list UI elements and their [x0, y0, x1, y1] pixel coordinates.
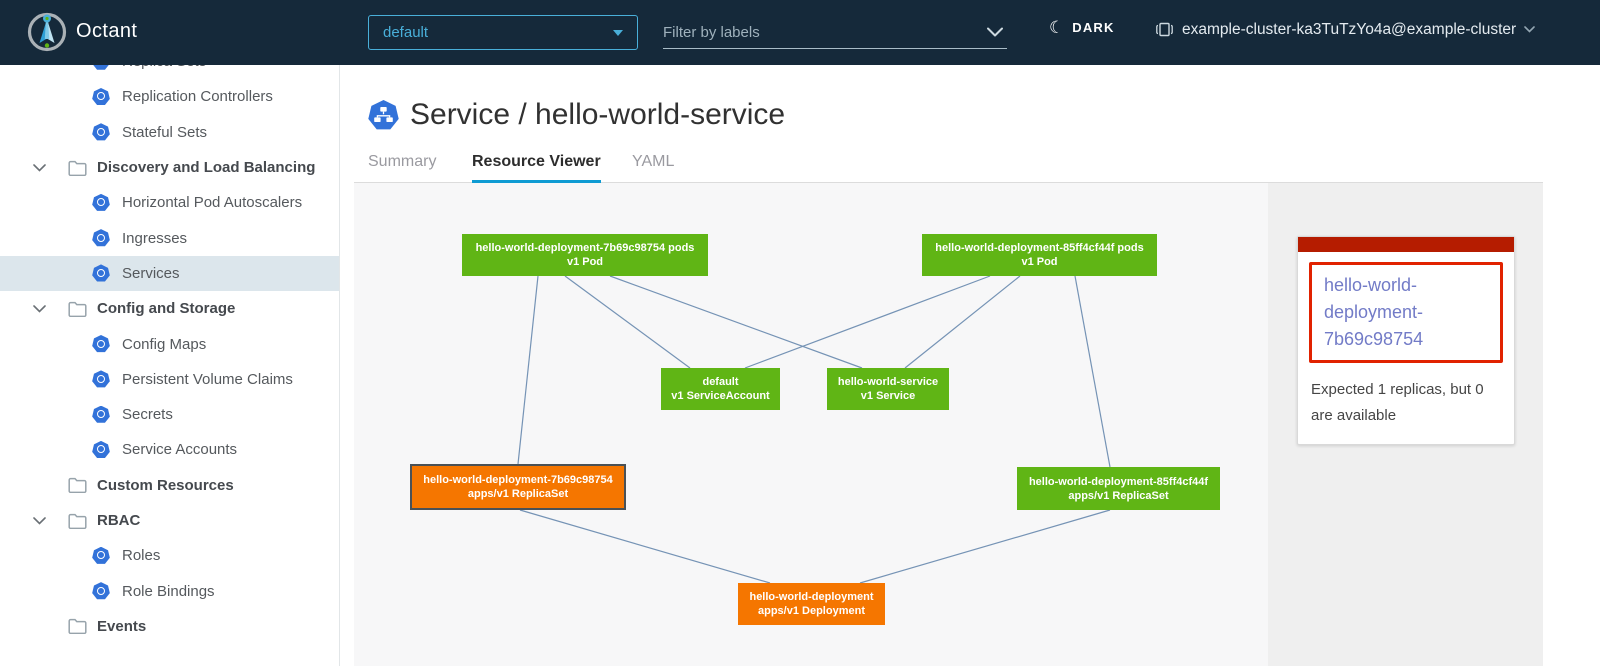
graph-edge — [859, 509, 1111, 584]
sidebar-group-discovery-and-load-balancing[interactable]: Discovery and Load Balancing — [0, 150, 339, 185]
service-icon — [92, 264, 110, 282]
sidebar-item-config-maps[interactable]: Config Maps — [0, 326, 339, 361]
context-chevron-down-icon — [1524, 26, 1536, 33]
tabs-divider — [354, 182, 1543, 183]
app-title: Octant — [76, 20, 138, 42]
graph-edge — [744, 275, 991, 369]
role-binding-icon — [92, 582, 110, 600]
sidebar-item-replica-sets[interactable]: Replica Sets — [0, 65, 339, 79]
label-filter-input[interactable] — [663, 17, 963, 47]
octant-logo-icon — [27, 12, 67, 52]
node-detail-panel: hello-world-deployment-7b69c98754 Expect… — [1268, 183, 1543, 666]
cluster-context-label: example-cluster-ka3TuTzYo4a@example-clus… — [1182, 20, 1517, 38]
config-map-icon — [92, 335, 110, 353]
sidebar-item-roles[interactable]: Roles — [0, 538, 339, 573]
sidebar-group-custom-resources[interactable]: Custom Resources — [0, 468, 339, 503]
sidebar-item-service-accounts[interactable]: Service Accounts — [0, 432, 339, 467]
graph-edge — [609, 275, 863, 369]
sidebar-item-horizontal-pod-autoscalers[interactable]: Horizontal Pod Autoscalers — [0, 185, 339, 220]
graph-node-replicaset-7b69c98754[interactable]: hello-world-deployment-7b69c98754 apps/v… — [410, 464, 626, 510]
sidebar-item-role-bindings[interactable]: Role Bindings — [0, 573, 339, 608]
top-header-bar: Octant default ☾ DARK example-cluster-ka… — [0, 0, 1600, 65]
selected-resource-box: hello-world-deployment-7b69c98754 — [1309, 262, 1503, 363]
sidebar-item-replication-controllers[interactable]: Replication Controllers — [0, 79, 339, 114]
service-resource-icon — [368, 100, 399, 130]
replica-status-message: Expected 1 replicas, but 0 are available — [1311, 381, 1484, 424]
resource-viewer-graph: hello-world-deployment-7b69c98754 pods v… — [354, 183, 1268, 666]
graph-edge — [904, 275, 1021, 369]
cluster-context-selector[interactable]: example-cluster-ka3TuTzYo4a@example-clus… — [1155, 20, 1536, 39]
stateful-set-icon — [92, 123, 110, 141]
sidebar-group-events[interactable]: Events — [0, 609, 339, 644]
service-account-icon — [92, 440, 110, 459]
sidebar-item-persistent-volume-claims[interactable]: Persistent Volume Claims — [0, 362, 339, 397]
chevron-down-icon[interactable] — [33, 164, 46, 172]
folder-icon — [68, 478, 87, 494]
page-title: Service / hello-world-service — [410, 98, 786, 131]
graph-edge — [564, 275, 691, 369]
ingress-icon — [92, 229, 110, 247]
status-danger-bar — [1298, 237, 1514, 252]
dropdown-caret-icon — [613, 30, 623, 36]
navigation-sidebar: Replica Sets Replication Controllers Sta… — [0, 65, 340, 666]
theme-toggle-label: DARK — [1072, 20, 1115, 35]
graph-node-service-hello-world[interactable]: hello-world-service v1 Service — [827, 368, 949, 410]
graph-node-deployment-hello-world[interactable]: hello-world-deployment apps/v1 Deploymen… — [738, 583, 885, 625]
graph-edge — [519, 509, 771, 584]
tab-yaml[interactable]: YAML — [632, 153, 675, 170]
folder-icon — [68, 619, 87, 635]
graph-node-pod-85ff4cf44f[interactable]: hello-world-deployment-85ff4cf44f pods v… — [922, 234, 1157, 276]
secret-icon — [92, 405, 110, 423]
horizontal-pod-autoscaler-icon — [92, 193, 110, 211]
persistent-volume-claim-icon — [92, 370, 110, 388]
tab-resource-viewer[interactable]: Resource Viewer — [472, 153, 601, 183]
moon-icon: ☾ — [1049, 18, 1065, 37]
graph-edge — [1074, 275, 1111, 468]
folder-icon — [68, 301, 87, 317]
sidebar-item-stateful-sets[interactable]: Stateful Sets — [0, 115, 339, 150]
replica-set-icon — [92, 65, 110, 70]
folder-icon — [68, 513, 87, 529]
folder-icon — [68, 160, 87, 176]
sidebar-item-secrets[interactable]: Secrets — [0, 397, 339, 432]
chevron-down-icon[interactable] — [33, 517, 46, 525]
role-icon — [92, 546, 110, 564]
label-filter-field — [663, 17, 1007, 49]
chevron-down-icon[interactable] — [33, 305, 46, 313]
node-status-card: hello-world-deployment-7b69c98754 Expect… — [1297, 236, 1515, 445]
tab-summary[interactable]: Summary — [368, 153, 437, 170]
graph-node-pod-7b69c98754[interactable]: hello-world-deployment-7b69c98754 pods v… — [462, 234, 708, 276]
graph-edges — [517, 275, 1111, 584]
graph-node-serviceaccount-default[interactable]: default v1 ServiceAccount — [661, 368, 780, 410]
selected-resource-link[interactable]: hello-world-deployment-7b69c98754 — [1324, 275, 1424, 349]
sidebar-item-services[interactable]: Services — [0, 255, 339, 292]
cluster-context-icon — [1156, 22, 1173, 37]
graph-edge — [517, 275, 539, 465]
namespace-dropdown[interactable]: default — [368, 15, 638, 50]
navigation-list: Replica Sets Replication Controllers Sta… — [0, 65, 339, 644]
graph-node-replicaset-85ff4cf44f[interactable]: hello-world-deployment-85ff4cf44f apps/v… — [1017, 467, 1220, 510]
sidebar-group-config-and-storage[interactable]: Config and Storage — [0, 291, 339, 326]
replication-controller-icon — [92, 87, 110, 106]
namespace-selected-value: default — [383, 24, 429, 41]
sidebar-item-ingresses[interactable]: Ingresses — [0, 220, 339, 255]
filter-chevron-down-icon[interactable] — [987, 27, 1003, 37]
sidebar-group-rbac[interactable]: RBAC — [0, 503, 339, 538]
theme-toggle[interactable]: ☾ DARK — [1049, 19, 1115, 36]
